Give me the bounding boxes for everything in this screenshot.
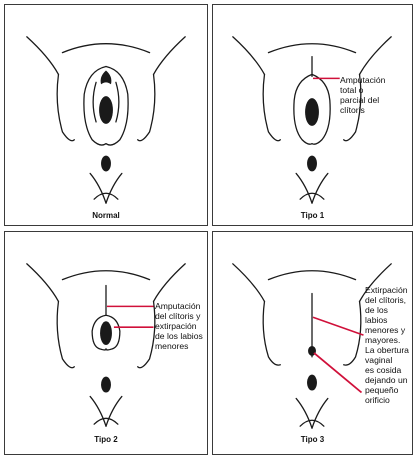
panel-caption: Tipo 3 xyxy=(213,435,412,444)
panel-caption: Tipo 1 xyxy=(213,211,412,220)
annotation-text: Amputación del clítoris y extirpación de… xyxy=(155,301,208,351)
panel-caption: Tipo 2 xyxy=(5,435,207,444)
panel-tipo-3: Extirpación del clítoris, de los labios … xyxy=(212,231,413,455)
annotation-text: Extirpación del clítoris, de los labios … xyxy=(365,285,413,405)
panel-tipo-2: Amputación del clítoris y extirpación de… xyxy=(4,231,208,455)
illustration-normal xyxy=(5,5,207,225)
pointer-line-sutured xyxy=(313,317,363,335)
panel-caption: Normal xyxy=(5,211,207,220)
panel-tipo-1: Amputación total o parcial del clítoris … xyxy=(212,4,413,226)
illustration-tipo-1 xyxy=(213,5,412,225)
panel-normal: Normal xyxy=(4,4,208,226)
annotation-text: Amputación total o parcial del clítoris xyxy=(340,75,412,115)
